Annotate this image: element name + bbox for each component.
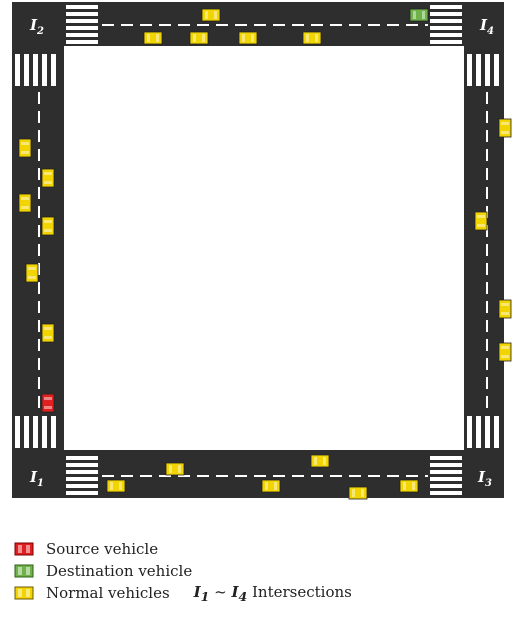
crosswalk-stripe xyxy=(430,463,462,467)
crosswalk-stripe xyxy=(430,456,462,460)
crosswalk-stripe xyxy=(66,33,98,37)
normal-vehicle xyxy=(499,343,511,361)
crosswalk-stripe xyxy=(15,416,20,448)
legend-intersections-text: I1 ~ I4 Intersections xyxy=(194,583,352,604)
normal-vehicle xyxy=(349,487,367,499)
crosswalk-stripe xyxy=(485,54,490,86)
normal-vehicle xyxy=(144,32,162,44)
crosswalk-stripe xyxy=(430,19,462,23)
destination-vehicle xyxy=(410,9,428,21)
crosswalk-stripe xyxy=(42,54,47,86)
crosswalk-stripe xyxy=(33,416,38,448)
source-vehicle-icon xyxy=(14,542,34,556)
normal-vehicle xyxy=(107,480,125,492)
crosswalk-stripe xyxy=(430,33,462,37)
legend-source-text: Source vehicle xyxy=(46,540,158,558)
crosswalk-stripe xyxy=(485,416,490,448)
crosswalk-stripe xyxy=(66,463,98,467)
crosswalk-stripe xyxy=(66,5,98,9)
normal-vehicle xyxy=(42,324,54,342)
normal-vehicle xyxy=(239,32,257,44)
vehicles xyxy=(19,9,511,499)
crosswalk-stripe xyxy=(476,416,481,448)
normal-vehicle xyxy=(400,480,418,492)
crosswalk-stripe xyxy=(430,5,462,9)
legend: Source vehicle Destination vehicle Norma… xyxy=(14,538,352,604)
crosswalk-stripe xyxy=(66,491,98,495)
normal-vehicle xyxy=(19,194,31,212)
crosswalk-stripe xyxy=(430,12,462,16)
legend-destination-text: Destination vehicle xyxy=(46,562,192,580)
crosswalk-stripe xyxy=(24,54,29,86)
normal-vehicle xyxy=(303,32,321,44)
crosswalk-stripe xyxy=(51,416,56,448)
normal-vehicle xyxy=(26,264,38,282)
source-vehicle xyxy=(42,394,54,412)
normal-vehicle xyxy=(42,217,54,235)
legend-row-normal: Normal vehicles I1 ~ I4 Intersections xyxy=(14,582,352,604)
crosswalk-stripe xyxy=(66,477,98,481)
crosswalk-stripe xyxy=(494,416,499,448)
crosswalk-stripe xyxy=(66,470,98,474)
crosswalk-stripe xyxy=(33,54,38,86)
crosswalks xyxy=(15,5,499,495)
crosswalk-stripe xyxy=(15,54,20,86)
roads xyxy=(12,2,504,498)
crosswalk-stripe xyxy=(66,484,98,488)
normal-vehicle xyxy=(262,480,280,492)
lane-markings xyxy=(39,25,487,476)
crosswalk-stripe xyxy=(430,477,462,481)
crosswalk-stripe xyxy=(66,19,98,23)
normal-vehicle-icon xyxy=(14,586,34,600)
normal-vehicle xyxy=(190,32,208,44)
crosswalk-stripe xyxy=(430,470,462,474)
crosswalk-stripe xyxy=(51,54,56,86)
normal-vehicle xyxy=(202,9,220,21)
crosswalk-stripe xyxy=(66,456,98,460)
crosswalk-stripe xyxy=(476,54,481,86)
crosswalk-stripe xyxy=(430,26,462,30)
crosswalk-stripe xyxy=(494,54,499,86)
crosswalk-stripe xyxy=(66,12,98,16)
crosswalk-stripe xyxy=(42,416,47,448)
intersection-labels: I2 I4 I1 I3 xyxy=(29,16,494,489)
crosswalk-stripe xyxy=(66,40,98,44)
road-network-diagram: I2 I4 I1 I3 xyxy=(0,0,516,530)
crosswalk-stripe xyxy=(467,416,472,448)
destination-vehicle-icon xyxy=(14,564,34,578)
crosswalk-stripe xyxy=(66,26,98,30)
crosswalk-stripe xyxy=(24,416,29,448)
normal-vehicle xyxy=(499,300,511,318)
crosswalk-stripe xyxy=(430,491,462,495)
legend-normal-text: Normal vehicles xyxy=(46,584,170,602)
normal-vehicle xyxy=(166,463,184,475)
crosswalk-stripe xyxy=(430,40,462,44)
normal-vehicle xyxy=(311,455,329,467)
legend-row-source: Source vehicle xyxy=(14,538,352,560)
crosswalk-stripe xyxy=(467,54,472,86)
crosswalk-stripe xyxy=(430,484,462,488)
normal-vehicle xyxy=(42,169,54,187)
normal-vehicle xyxy=(499,119,511,137)
normal-vehicle xyxy=(19,139,31,157)
legend-row-destination: Destination vehicle xyxy=(14,560,352,582)
normal-vehicle xyxy=(475,212,487,230)
